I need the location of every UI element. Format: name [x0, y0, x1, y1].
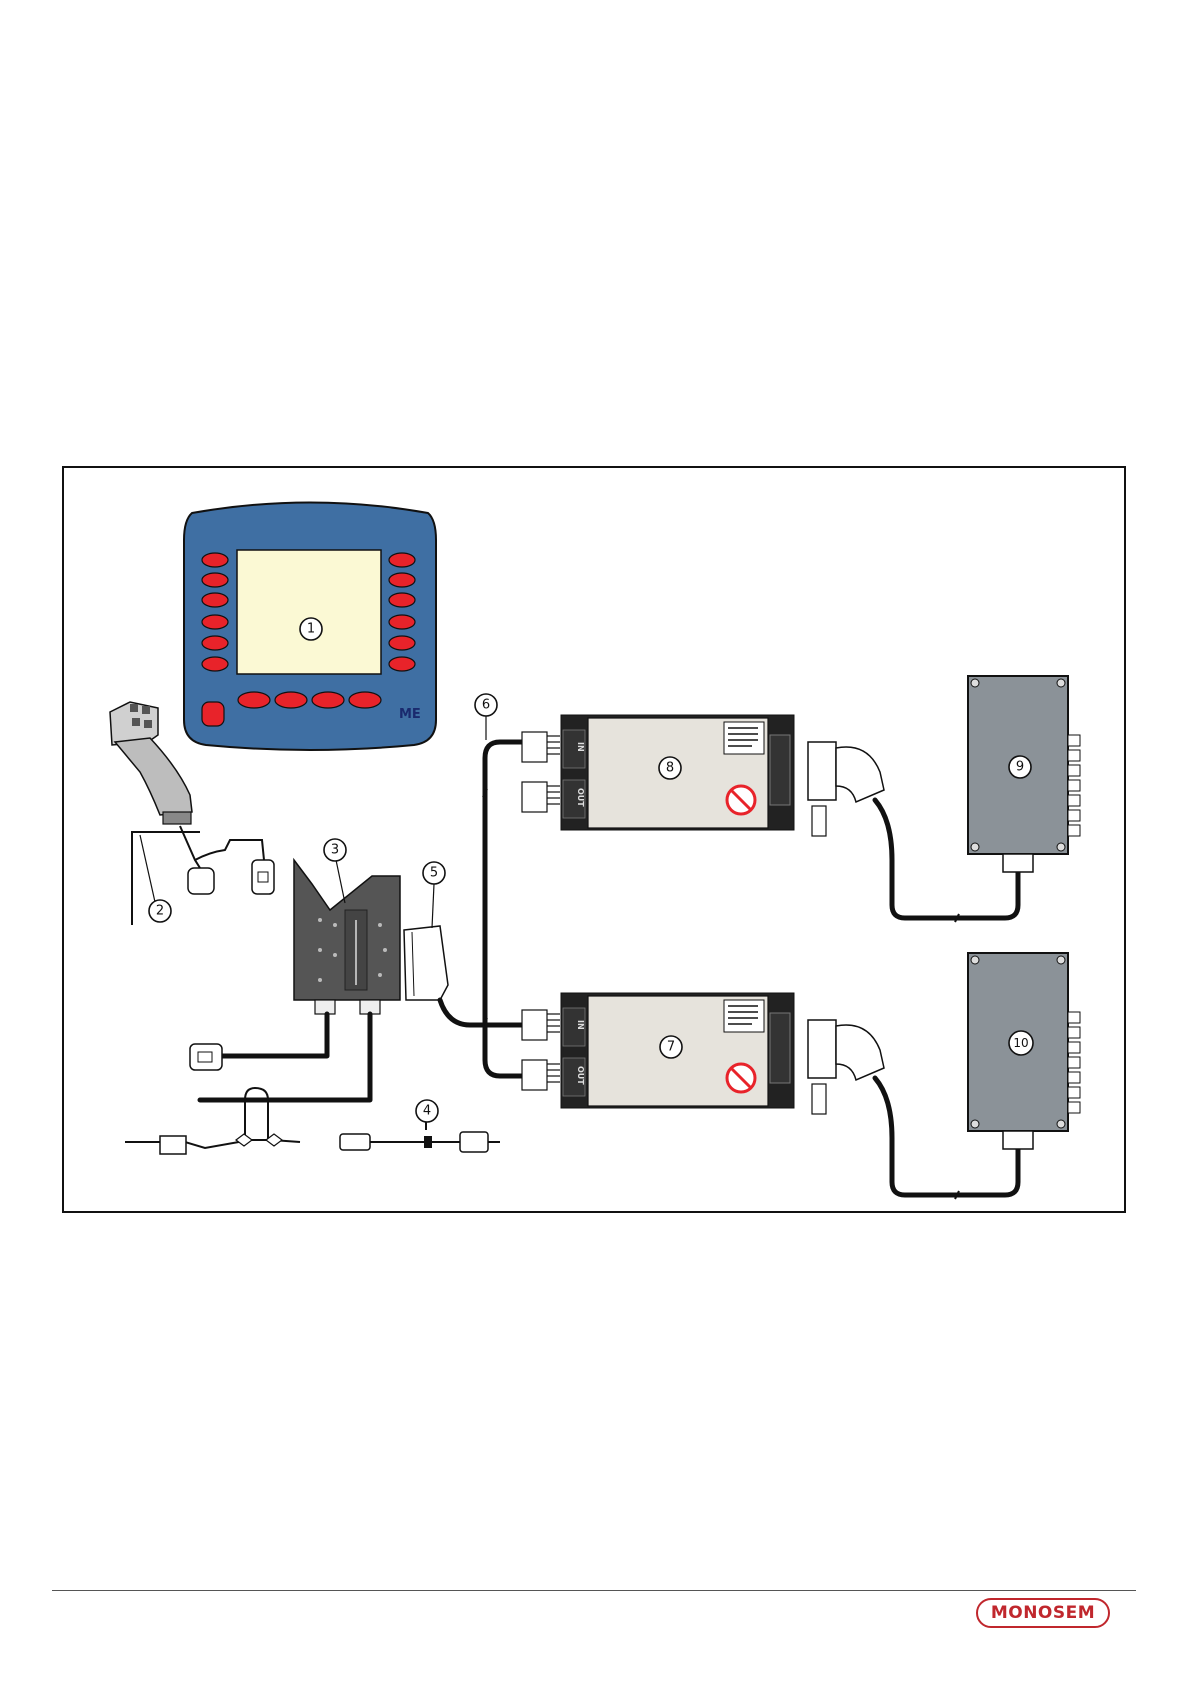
terminal-badge: ME — [399, 707, 421, 722]
monosem-logo: MONOSEM — [976, 1598, 1110, 1628]
callout-10: 10 — [1009, 1031, 1033, 1055]
callout-7: 7 — [660, 1036, 682, 1058]
svg-text:3: 3 — [331, 843, 339, 858]
svg-text:7: 7 — [667, 1040, 675, 1055]
bracket-connector — [404, 926, 448, 1000]
svg-text:5: 5 — [430, 866, 438, 881]
callout-1: 1 — [300, 618, 322, 640]
logo-text: MONOSEM — [991, 1603, 1095, 1623]
ecu-upper-out-label: OUT — [576, 788, 585, 807]
callout-9: 9 — [1009, 756, 1031, 778]
svg-text:8: 8 — [666, 761, 674, 776]
svg-text:2: 2 — [156, 904, 164, 919]
terminal-power-button — [202, 702, 224, 726]
ecu-upper-in-label: IN — [576, 742, 585, 752]
callout-3: 3 — [324, 839, 346, 903]
fuse-holder — [160, 1136, 186, 1154]
footer-divider — [52, 1590, 1136, 1591]
callout-8: 8 — [659, 757, 681, 779]
callout-4: 4 — [416, 1100, 438, 1122]
ecu-lower: IN OUT — [522, 993, 794, 1108]
ecu-lower-out-label: OUT — [576, 1066, 585, 1085]
svg-text:9: 9 — [1016, 760, 1024, 775]
ecu-upper: IN OUT — [522, 715, 794, 830]
ecu-lower-in-label: IN — [576, 1020, 585, 1030]
callout-6: 6 — [475, 694, 497, 740]
svg-text:6: 6 — [482, 698, 490, 713]
callout-5: 5 — [423, 862, 445, 928]
callout-2: 2 — [140, 835, 171, 922]
joystick-plug-a — [188, 868, 214, 894]
svg-text:1: 1 — [307, 622, 315, 637]
mounting-bracket — [294, 860, 400, 1014]
svg-text:4: 4 — [423, 1104, 431, 1119]
terminal-screen — [237, 550, 381, 674]
sensor-cable — [340, 1120, 500, 1152]
svg-text:10: 10 — [1013, 1036, 1028, 1050]
